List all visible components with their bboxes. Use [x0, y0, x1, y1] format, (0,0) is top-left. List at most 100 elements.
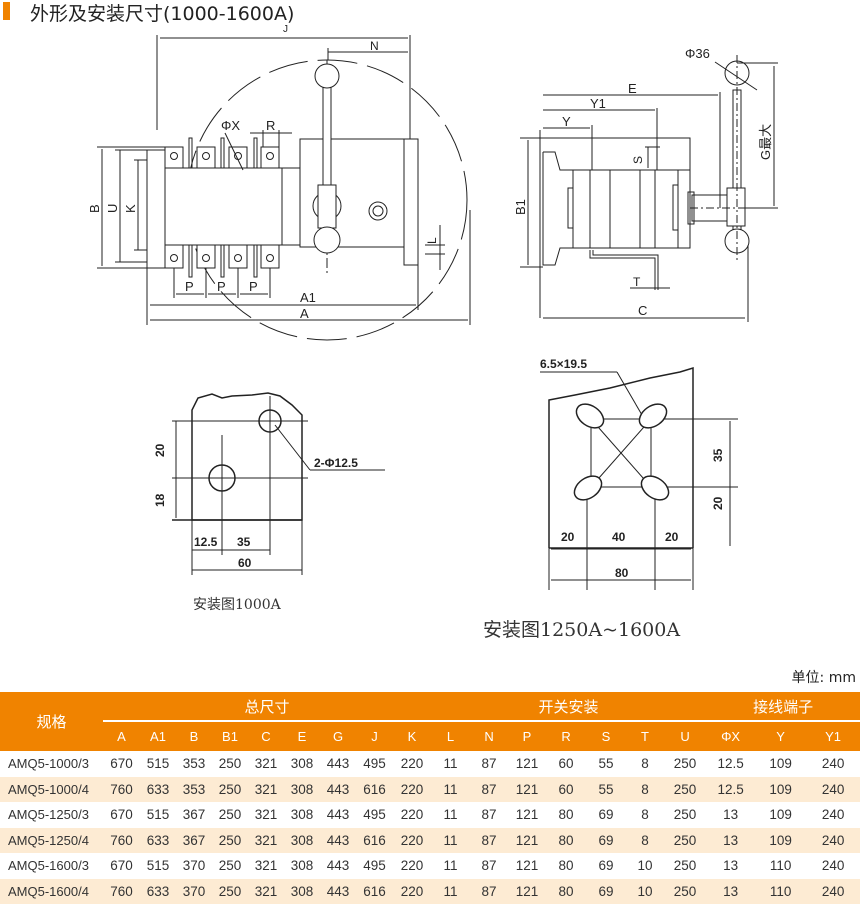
- column-header: B: [176, 721, 212, 751]
- value-cell: 370: [176, 879, 212, 904]
- column-header: S: [586, 721, 626, 751]
- value-cell: 11: [431, 853, 470, 879]
- value-cell: 69: [586, 879, 626, 904]
- value-cell: 250: [664, 751, 706, 777]
- dim-label-60: 60: [238, 556, 252, 570]
- mount-1000a-drawing: 20 18 12.5 35 60 2-Φ12.5: [153, 393, 385, 575]
- value-cell: 250: [664, 853, 706, 879]
- dim-label-p3: P: [249, 279, 258, 294]
- value-cell: 443: [320, 853, 356, 879]
- column-header: J: [356, 721, 393, 751]
- dim-label-y: Y: [562, 114, 571, 129]
- value-cell: 109: [755, 828, 806, 854]
- value-cell: 80: [546, 828, 586, 854]
- column-header: N: [470, 721, 508, 751]
- dim-label-80: 80: [615, 566, 629, 580]
- value-cell: 69: [586, 828, 626, 854]
- value-cell: 11: [431, 879, 470, 904]
- value-cell: 220: [393, 828, 431, 854]
- value-cell: 11: [431, 802, 470, 828]
- value-cell: 250: [212, 751, 248, 777]
- value-cell: 12.5: [706, 777, 755, 803]
- value-cell: 87: [470, 777, 508, 803]
- value-cell: 353: [176, 777, 212, 803]
- value-cell: 240: [806, 802, 860, 828]
- value-cell: 321: [248, 853, 284, 879]
- slot-label: 6.5×19.5: [540, 357, 587, 371]
- value-cell: 633: [140, 777, 176, 803]
- dim-label-s: S: [631, 156, 645, 164]
- value-cell: 308: [284, 777, 320, 803]
- value-cell: 60: [546, 751, 586, 777]
- value-cell: 13: [706, 828, 755, 854]
- value-cell: 443: [320, 828, 356, 854]
- column-header: E: [284, 721, 320, 751]
- mount-1000a-caption: 安装图1000A: [193, 594, 281, 614]
- value-cell: 670: [103, 751, 140, 777]
- value-cell: 250: [212, 879, 248, 904]
- dim-label-a: A: [300, 306, 309, 321]
- column-header: A1: [140, 721, 176, 751]
- value-cell: 240: [806, 853, 860, 879]
- dim-label-n: N: [370, 39, 379, 53]
- value-cell: 220: [393, 853, 431, 879]
- dim-label-a1: A1: [300, 290, 316, 305]
- value-cell: 250: [212, 853, 248, 879]
- column-header: T: [626, 721, 664, 751]
- value-cell: 321: [248, 802, 284, 828]
- value-cell: 250: [212, 777, 248, 803]
- value-cell: 250: [212, 802, 248, 828]
- value-cell: 220: [393, 751, 431, 777]
- value-cell: 670: [103, 802, 140, 828]
- dim-label-35v: 35: [711, 448, 725, 462]
- value-cell: 308: [284, 828, 320, 854]
- model-cell: AMQ5-1250/4: [0, 828, 103, 854]
- dim-label-p2: P: [217, 279, 226, 294]
- value-cell: 87: [470, 802, 508, 828]
- value-cell: 240: [806, 751, 860, 777]
- column-header: K: [393, 721, 431, 751]
- column-header: L: [431, 721, 470, 751]
- column-header: Y: [755, 721, 806, 751]
- column-header: B1: [212, 721, 248, 751]
- model-cell: AMQ5-1000/4: [0, 777, 103, 803]
- dim-label-12-5: 12.5: [194, 535, 218, 549]
- value-cell: 760: [103, 879, 140, 904]
- model-cell: AMQ5-1250/3: [0, 802, 103, 828]
- value-cell: 250: [664, 828, 706, 854]
- group-header-overall: 总尺寸: [103, 692, 431, 721]
- value-cell: 633: [140, 879, 176, 904]
- value-cell: 109: [755, 777, 806, 803]
- value-cell: 370: [176, 853, 212, 879]
- dim-label-phi36: Φ36: [685, 46, 710, 61]
- value-cell: 240: [806, 828, 860, 854]
- value-cell: 240: [806, 777, 860, 803]
- value-cell: 121: [508, 853, 546, 879]
- value-cell: 13: [706, 879, 755, 904]
- value-cell: 250: [664, 879, 706, 904]
- dim-label-g: G最大: [758, 124, 773, 160]
- value-cell: 11: [431, 777, 470, 803]
- column-header: C: [248, 721, 284, 751]
- value-cell: 121: [508, 751, 546, 777]
- model-cell: AMQ5-1000/3: [0, 751, 103, 777]
- dim-label-y1: Y1: [590, 96, 606, 111]
- value-cell: 308: [284, 879, 320, 904]
- value-cell: 443: [320, 879, 356, 904]
- value-cell: 11: [431, 828, 470, 854]
- value-cell: 10: [626, 853, 664, 879]
- dim-label-c: C: [638, 303, 647, 318]
- value-cell: 321: [248, 879, 284, 904]
- value-cell: 250: [664, 802, 706, 828]
- value-cell: 367: [176, 828, 212, 854]
- column-header: Y1: [806, 721, 860, 751]
- value-cell: 616: [356, 879, 393, 904]
- drawings: J N ΦX R B U K L P P P A1 A: [0, 0, 860, 660]
- value-cell: 109: [755, 802, 806, 828]
- value-cell: 308: [284, 853, 320, 879]
- value-cell: 69: [586, 802, 626, 828]
- column-header: A: [103, 721, 140, 751]
- value-cell: 121: [508, 802, 546, 828]
